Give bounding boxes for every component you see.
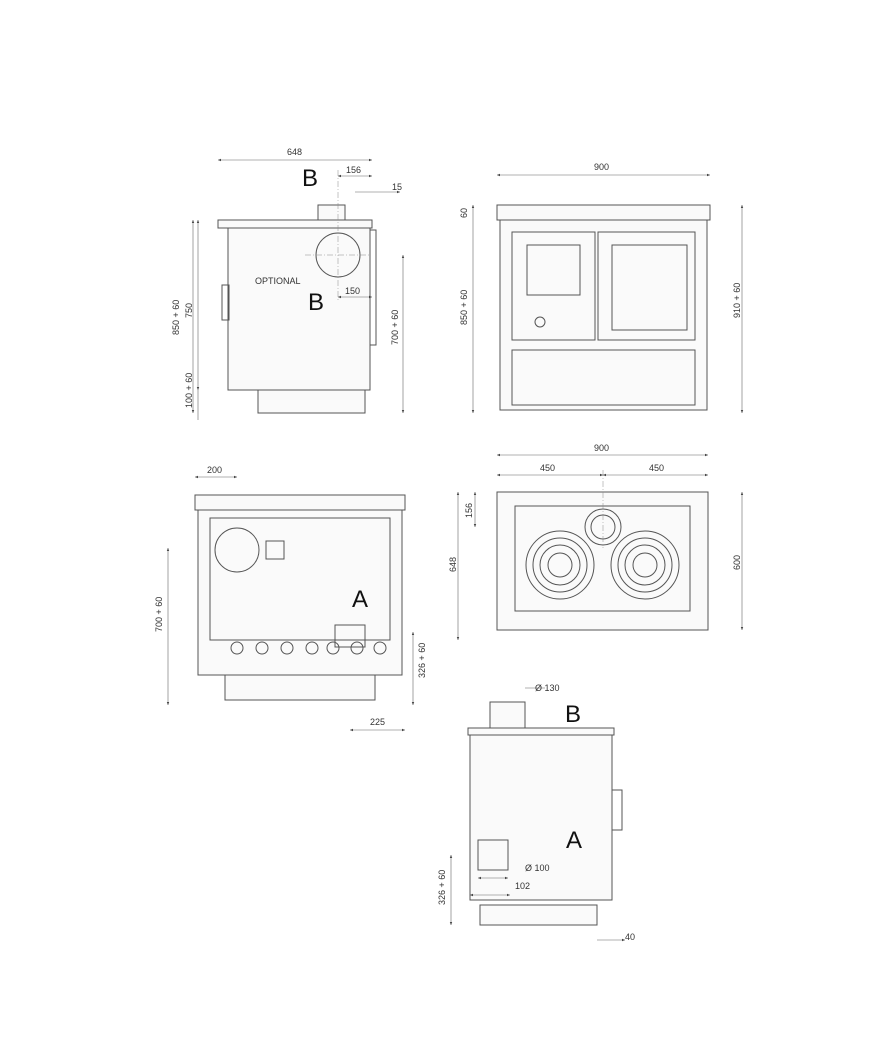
side-view-2: Ø 130 B A Ø 100 102 326 + 60 40 (437, 683, 635, 942)
air-knob (534, 316, 546, 328)
flue-collar (489, 701, 526, 729)
hob-top (496, 491, 709, 631)
rear-flue (214, 527, 260, 573)
stove-body (469, 734, 613, 901)
dim-100-60: 100 + 60 (184, 373, 194, 408)
dim-450-left: 450 (540, 463, 555, 473)
dim-130: Ø 130 (535, 683, 560, 693)
dim-40: 40 (625, 932, 635, 942)
handle (611, 789, 623, 831)
side-view: 648 156 15 150 OPTIONAL B B 850 + 60 750… (171, 147, 405, 420)
top-plate (217, 219, 373, 229)
plinth (479, 904, 598, 926)
oven-window (611, 244, 688, 331)
dim-225: 225 (370, 717, 385, 727)
dim-648: 648 (448, 557, 458, 572)
dim-648: 648 (287, 147, 302, 157)
connection-a (334, 624, 366, 648)
dim-156: 156 (464, 503, 474, 518)
handle (221, 284, 230, 321)
plinth (257, 389, 366, 414)
dim-156: 156 (346, 165, 361, 175)
label-b: B (565, 701, 581, 728)
right-door (597, 231, 696, 341)
dim-60: 60 (459, 208, 469, 218)
rear-body (197, 509, 403, 676)
optional-label: OPTIONAL (255, 276, 301, 286)
dim-600: 600 (732, 555, 742, 570)
dim-100: Ø 100 (525, 863, 550, 873)
dim-700-60: 700 + 60 (390, 310, 400, 345)
label-b: B (302, 165, 318, 192)
stove-body (227, 227, 371, 391)
dim-910-60: 910 + 60 (732, 283, 742, 318)
label-b: B (308, 289, 324, 316)
dim-15: 15 (392, 182, 402, 192)
dim-450-right: 450 (649, 463, 664, 473)
dim-326-60: 326 + 60 (437, 870, 447, 905)
stove-body (499, 219, 708, 411)
dim-750: 750 (184, 303, 194, 318)
dim-200: 200 (207, 465, 222, 475)
rear-view: 200 700 + 60 326 + 60 225 A (154, 465, 427, 732)
dim-326-60: 326 + 60 (417, 643, 427, 678)
vent-holes (230, 641, 387, 655)
left-hotplate (525, 530, 595, 600)
left-door (511, 231, 596, 341)
front-view: 900 60 850 + 60 910 + 60 (459, 162, 744, 413)
dim-850-60: 850 + 60 (171, 300, 181, 335)
dim-900: 900 (594, 162, 609, 172)
rear-panel (209, 517, 391, 641)
label-a: A (352, 586, 368, 613)
dim-102: 102 (515, 881, 530, 891)
top-plate (496, 204, 711, 221)
label-a: A (566, 827, 582, 854)
dim-900: 900 (594, 443, 609, 453)
drawer (511, 349, 696, 406)
left-window (526, 244, 581, 296)
dim-850-60: 850 + 60 (459, 290, 469, 325)
top-view: 900 450 450 156 648 600 (448, 443, 744, 640)
flue-collar (317, 204, 346, 221)
dim-150: 150 (345, 286, 360, 296)
right-hotplate (610, 530, 680, 600)
connection-a (477, 839, 509, 871)
dim-700-60: 700 + 60 (154, 597, 164, 632)
